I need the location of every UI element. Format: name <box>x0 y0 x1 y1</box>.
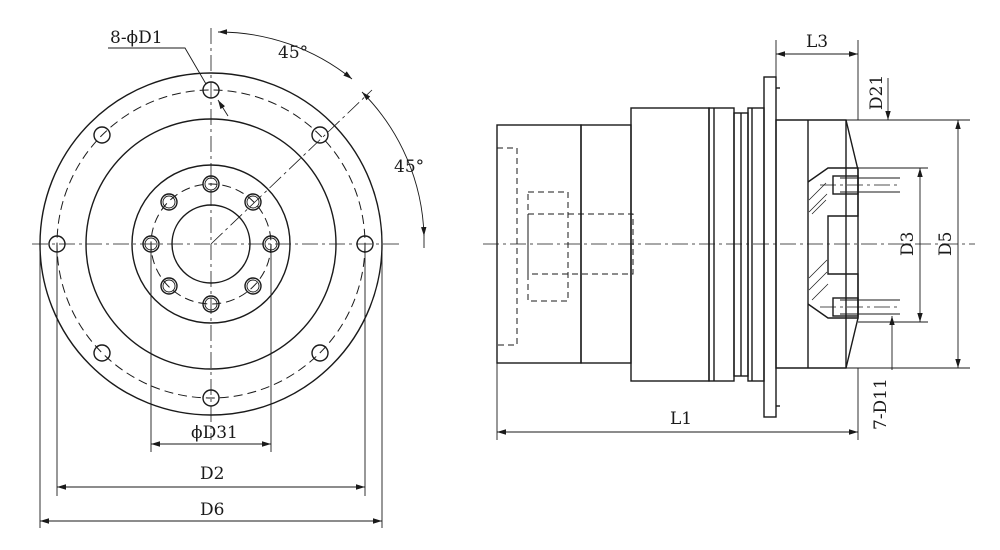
d11-label: 7-D11 <box>871 378 891 430</box>
angle-top-label: 45° <box>278 43 308 63</box>
bolt-holes-label: 8-ϕD1 <box>110 28 163 48</box>
front-view: 8-ϕD1 45° 45° ϕD31 D2 D6 <box>32 28 427 528</box>
body-circle <box>85 118 337 370</box>
side-view: L3 D21 D3 D5 7-D11 L1 <box>483 32 975 440</box>
d6-label: D6 <box>200 500 224 520</box>
section-hatching <box>808 182 829 301</box>
d3-label: D3 <box>898 232 918 256</box>
angle-arc-top <box>217 29 353 80</box>
diagonal-center-line <box>210 89 373 245</box>
body-ring <box>708 107 735 382</box>
d2-label: D2 <box>200 464 224 484</box>
l3-label: L3 <box>806 32 828 52</box>
angle-side-label: 45° <box>394 157 424 177</box>
bolt-hole-leader-arrow <box>217 99 229 117</box>
hidden-shaft <box>527 213 634 275</box>
shoulder-ring <box>747 107 765 382</box>
output-flange <box>763 76 777 418</box>
hub-circle <box>131 164 291 324</box>
l1-label: L1 <box>670 409 692 429</box>
gearbox-body <box>630 107 710 382</box>
angle-arc-side <box>361 91 427 237</box>
hidden-motor-shaft <box>496 147 518 346</box>
bore-circle <box>171 204 251 284</box>
hidden-coupling <box>527 191 569 302</box>
bolt-hole-leader <box>108 47 207 85</box>
d5-label: D5 <box>936 232 956 256</box>
output-recess <box>807 167 859 319</box>
d21-label: D21 <box>867 75 887 110</box>
d31-label: ϕD31 <box>191 423 238 443</box>
